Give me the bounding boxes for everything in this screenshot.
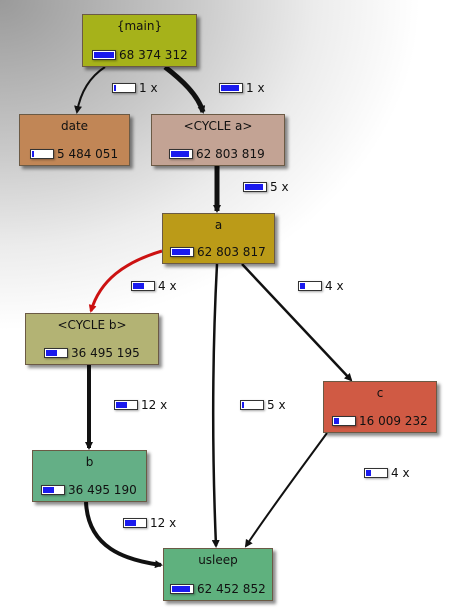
node-title: usleep: [198, 553, 238, 567]
call-count: 4 x: [391, 466, 410, 480]
edge-a-cycleb[interactable]: [88, 249, 163, 313]
node-a[interactable]: a 62 803 817: [162, 213, 275, 264]
node-title: <CYCLE a>: [183, 119, 253, 133]
edge-a-usleep[interactable]: [211, 263, 220, 548]
cost-bar: [30, 149, 54, 159]
call-count: 5 x: [270, 180, 289, 194]
node-cycle-a[interactable]: <CYCLE a> 62 803 819: [151, 114, 285, 166]
node-cost: 62 803 817: [197, 245, 266, 259]
edge-label-cycleb-b: 12 x: [114, 398, 167, 412]
cost-bar: [332, 416, 356, 426]
cost-bar: [170, 584, 194, 594]
call-bar: [243, 182, 267, 192]
node-title: <CYCLE b>: [57, 318, 127, 332]
call-count: 5 x: [267, 398, 286, 412]
cost-bar: [44, 348, 68, 358]
node-cycle-b[interactable]: <CYCLE b> 36 495 195: [25, 313, 159, 365]
node-title: c: [376, 386, 384, 400]
node-cost: 5 484 051: [57, 147, 119, 161]
edge-label-cyclea-a: 5 x: [243, 180, 289, 194]
call-bar: [219, 83, 243, 93]
node-title: {main}: [116, 19, 163, 33]
node-cost: 36 495 195: [71, 346, 140, 360]
node-main[interactable]: {main} 68 374 312: [82, 14, 197, 67]
node-title: date: [60, 119, 89, 133]
node-title: a: [214, 218, 223, 232]
cost-bar: [92, 50, 116, 60]
edge-b-usleep[interactable]: [84, 501, 163, 569]
node-date[interactable]: date 5 484 051: [19, 114, 130, 166]
call-count: 4 x: [325, 279, 344, 293]
node-title: b: [85, 455, 94, 469]
node-c[interactable]: c 16 009 232: [323, 381, 437, 433]
call-bar: [298, 281, 322, 291]
edge-c-usleep[interactable]: [244, 432, 328, 548]
call-bar: [364, 468, 388, 478]
node-cost: 68 374 312: [119, 48, 188, 62]
call-count: 1 x: [246, 81, 265, 95]
edge-label-main-date: 1 x: [112, 81, 158, 95]
edge-main-date[interactable]: [74, 66, 106, 114]
call-count: 12 x: [141, 398, 168, 412]
call-bar: [240, 400, 264, 410]
node-cost: 62 452 852: [197, 582, 266, 596]
call-count: 1 x: [139, 81, 158, 95]
call-count: 4 x: [158, 279, 177, 293]
edge-label-main-cyclea: 1 x: [219, 81, 265, 95]
edge-label-c-usleep: 4 x: [364, 466, 410, 480]
cost-bar: [170, 247, 194, 257]
node-cost: 36 495 190: [68, 483, 137, 497]
node-b[interactable]: b 36 495 190: [32, 450, 147, 502]
node-cost: 62 803 819: [196, 147, 265, 161]
edge-label-a-usleep: 5 x: [240, 398, 286, 412]
call-bar: [112, 83, 136, 93]
call-bar: [114, 400, 138, 410]
edge-a-c[interactable]: [241, 263, 353, 382]
edge-label-a-cycleb: 4 x: [131, 279, 177, 293]
edge-label-b-usleep: 12 x: [123, 516, 176, 530]
cost-bar: [41, 485, 65, 495]
node-usleep[interactable]: usleep 62 452 852: [163, 548, 273, 601]
node-cost: 16 009 232: [359, 414, 428, 428]
edge-label-a-c: 4 x: [298, 279, 344, 293]
edge-main-cyclea[interactable]: [163, 65, 206, 114]
call-bar: [123, 518, 147, 528]
call-count: 12 x: [150, 516, 177, 530]
cost-bar: [169, 149, 193, 159]
call-bar: [131, 281, 155, 291]
